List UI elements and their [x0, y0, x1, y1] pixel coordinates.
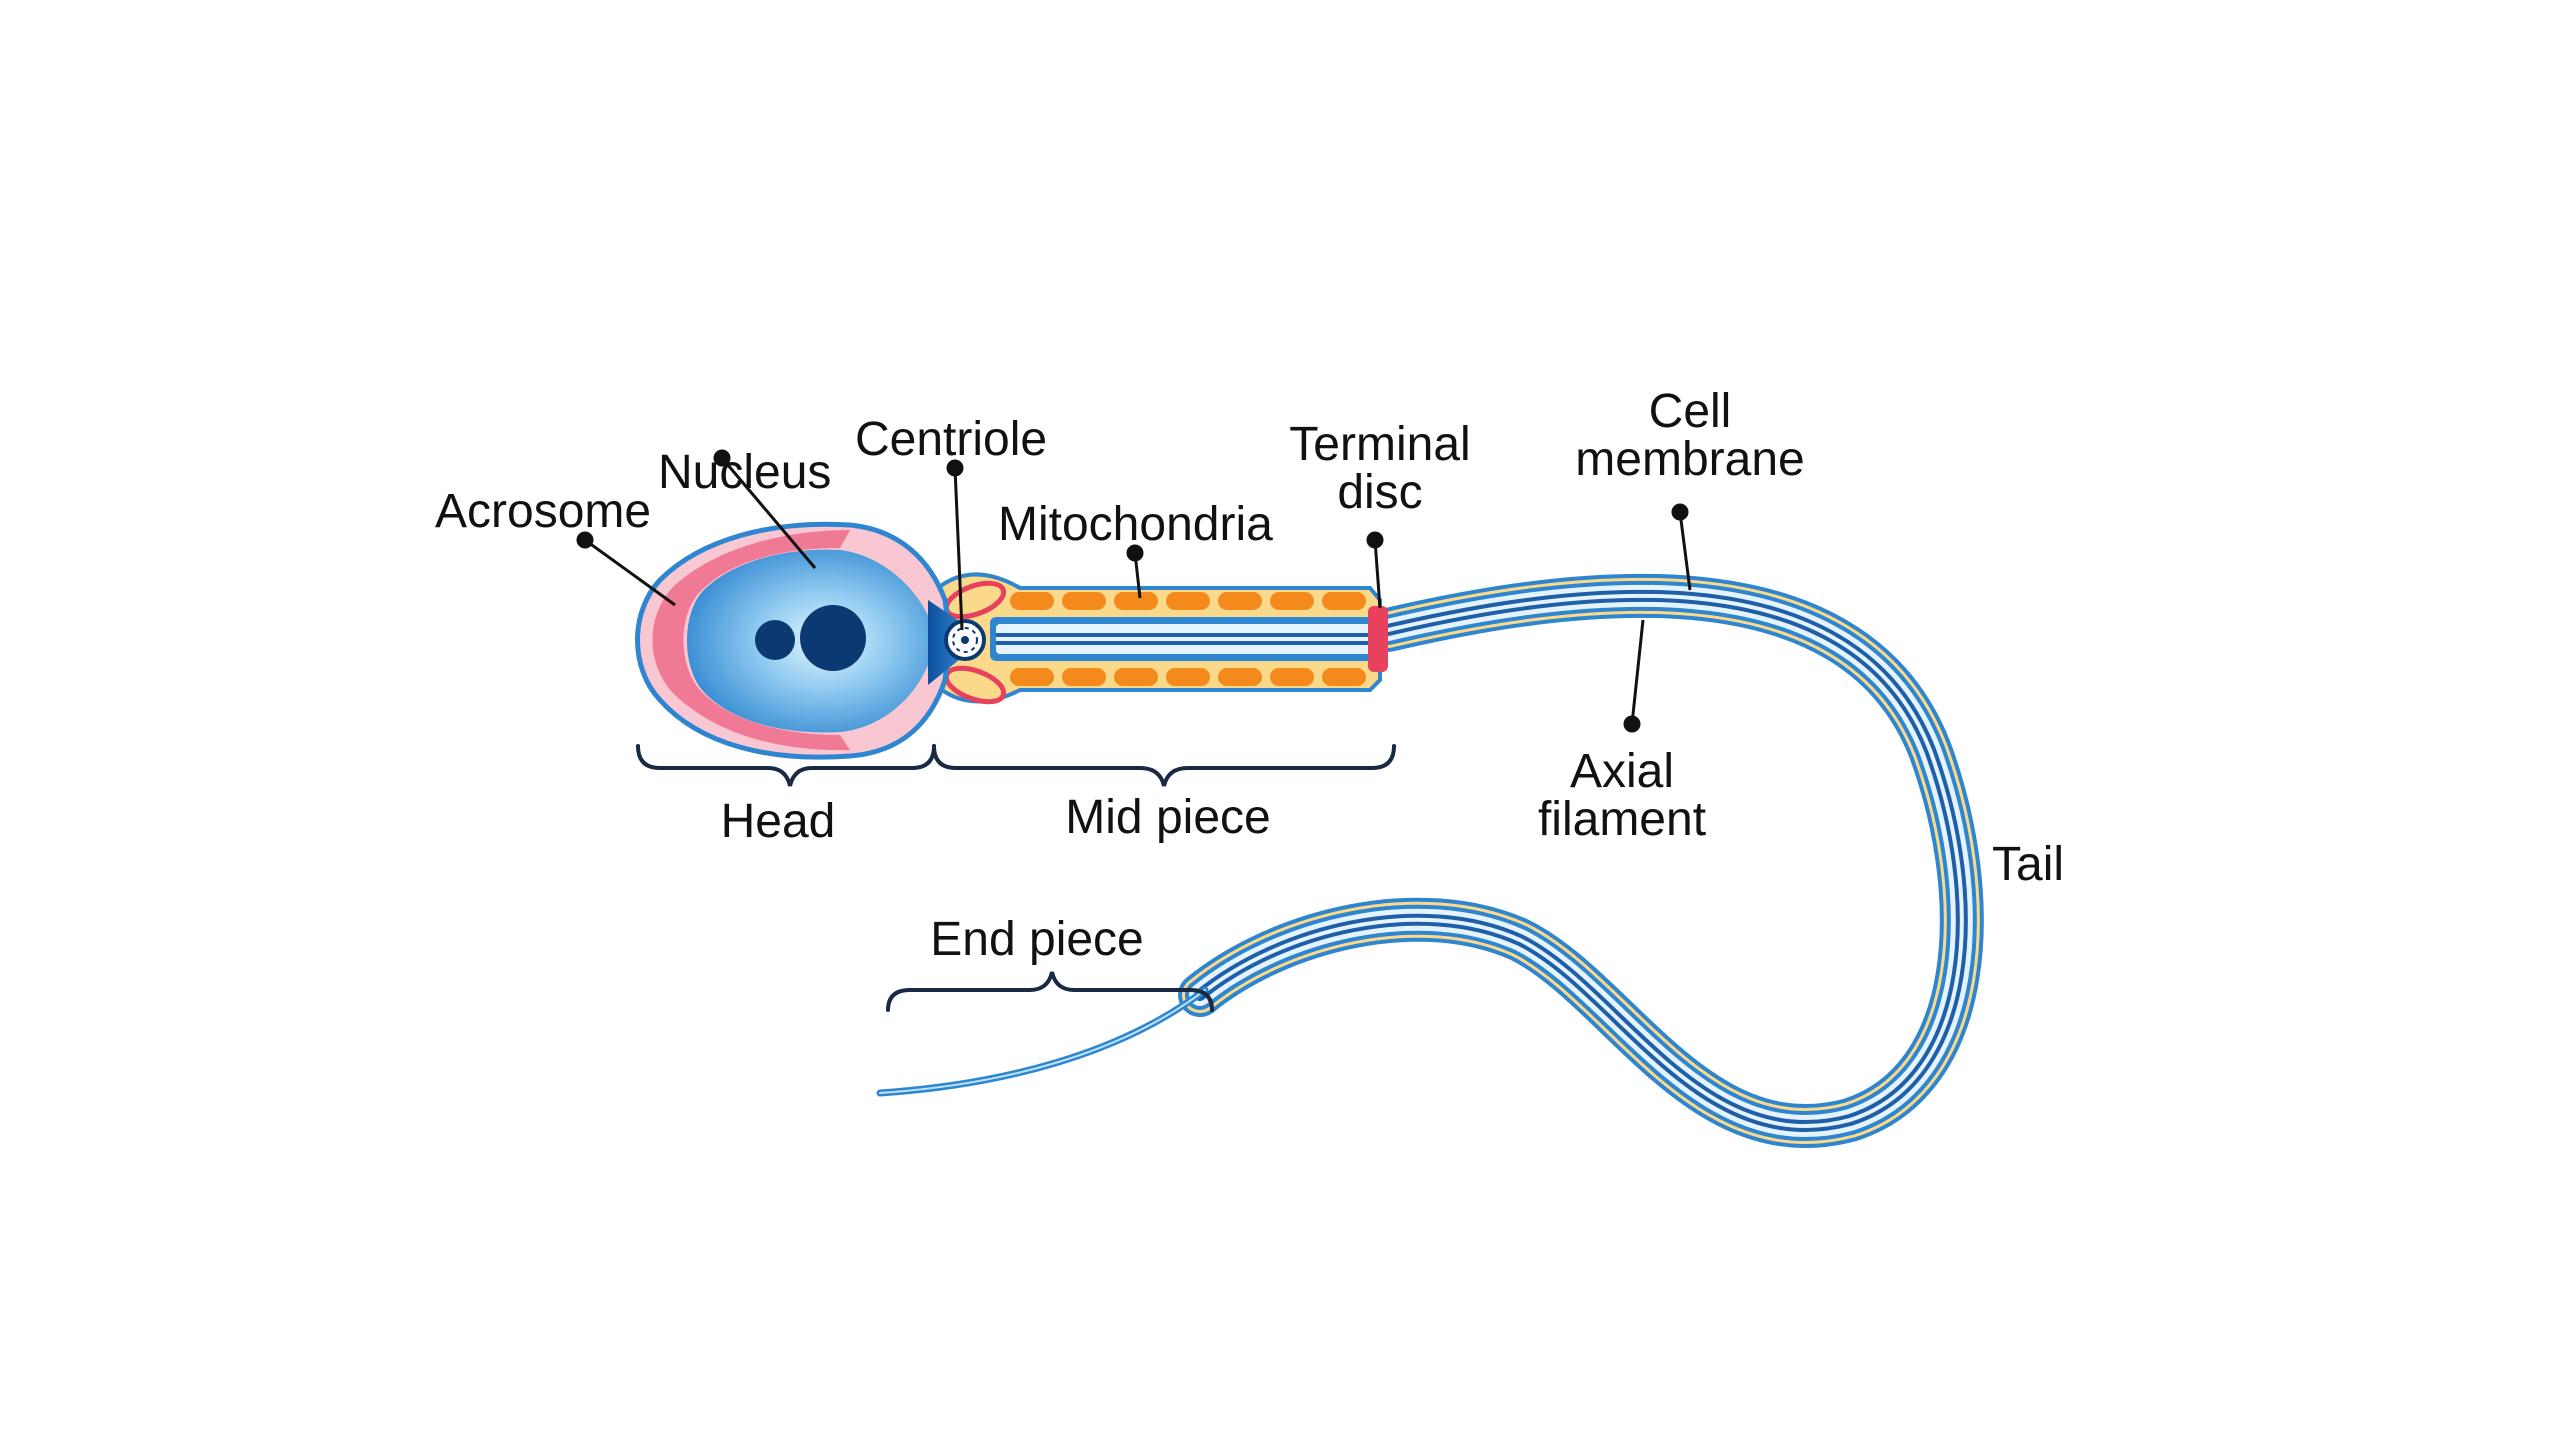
label-axial-filament-1: Axial — [1570, 745, 1674, 798]
end-piece-brace — [886, 971, 1214, 1012]
mid-piece-brace — [932, 744, 1396, 787]
acrosome-leader — [584, 538, 676, 607]
cell-membrane-leader — [1678, 511, 1692, 591]
label-head: Head — [721, 795, 836, 848]
nucleus-leader — [720, 457, 817, 569]
label-centriole: Centriole — [855, 413, 1047, 466]
label-axial-filament-2: filament — [1538, 793, 1706, 846]
label-mitochondria: Mitochondria — [998, 498, 1273, 551]
head-brace — [636, 744, 936, 787]
leader-lines — [576, 449, 1692, 733]
terminal-disc-leader — [1373, 539, 1382, 609]
label-terminal-disc-1: Terminal — [1289, 418, 1470, 471]
end-piece-highlight — [879, 989, 1206, 1094]
label-end-piece: End piece — [930, 913, 1144, 966]
label-nucleus: Nucleus — [658, 446, 831, 499]
tail — [876, 573, 1984, 1148]
label-mid-piece: Mid piece — [1065, 791, 1270, 844]
end-piece-tail — [876, 986, 1209, 1097]
braces — [636, 744, 1396, 1012]
label-acrosome: Acrosome — [435, 485, 651, 538]
tail-core — [1198, 593, 1964, 1128]
terminal-disc — [1368, 606, 1388, 672]
mitochondria-top-row — [1010, 592, 1366, 610]
labels: Acrosome Nucleus Centriole Mitochondria … — [435, 385, 2064, 966]
nucleus-spot-large — [800, 605, 866, 671]
label-cell-membrane-1: Cell — [1649, 385, 1732, 438]
axial-filament-leader — [1630, 619, 1645, 725]
label-terminal-disc-2: disc — [1337, 466, 1422, 519]
mitochondria-bottom-row — [1010, 668, 1366, 686]
label-tail: Tail — [1992, 838, 2064, 891]
centriole — [944, 619, 986, 661]
head — [635, 521, 986, 760]
acrosome-cap — [652, 530, 850, 751]
label-cell-membrane-2: membrane — [1575, 433, 1804, 486]
mid-piece — [928, 572, 1388, 705]
nucleus-spot-small — [755, 620, 795, 660]
centriole-leader — [953, 467, 964, 631]
mid-axial-center — [996, 637, 1375, 641]
